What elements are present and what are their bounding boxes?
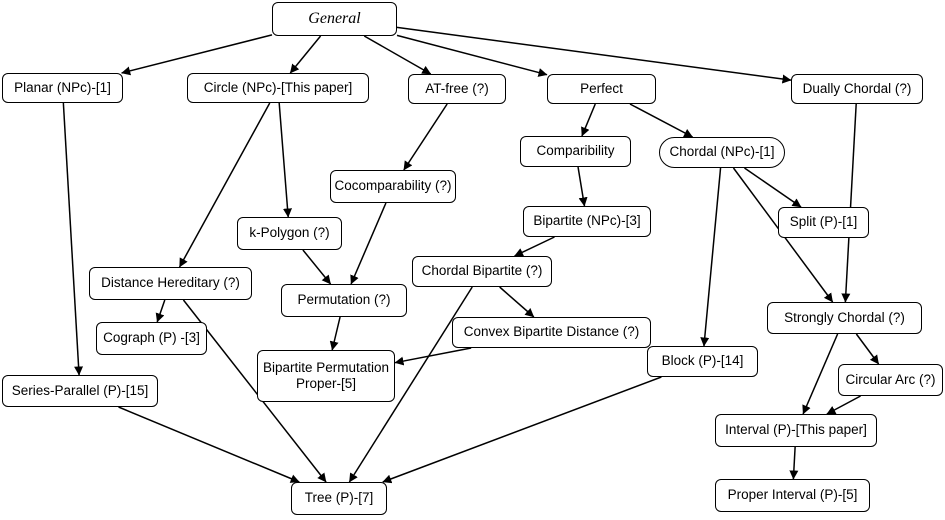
node-permutation: Permutation (?): [281, 284, 407, 317]
edge-planar-to-series_parallel: [62, 102, 84, 376]
node-interval: Interval (P)-[This paper]: [715, 414, 877, 447]
node-distance-hereditary: Distance Hereditary (?): [89, 267, 252, 300]
edge-interval-to-proper_interval: [789, 446, 799, 480]
edge-comparability-to-bipartite: [577, 166, 588, 207]
node-kpolygon: k-Polygon (?): [237, 217, 342, 250]
edge-perfect-to-chordal: [629, 103, 693, 138]
edge-general-to-atfree: [363, 35, 432, 75]
edge-strongly_chordal-to-interval: [802, 333, 839, 415]
node-cocomparability: Cocomparability (?): [330, 170, 456, 203]
edge-kpolygon-to-permutation: [302, 249, 332, 285]
node-series-parallel: Series-Parallel (P)-[15]: [2, 375, 158, 407]
edge-cocomparability-to-permutation: [350, 202, 387, 285]
edge-atfree-to-cocomparability: [403, 103, 448, 171]
node-block: Block (P)-[14]: [647, 346, 758, 377]
node-split: Split (P)-[1]: [778, 207, 869, 238]
edge-strongly_chordal-to-circular_arc: [855, 333, 880, 365]
edge-chordal-to-block: [700, 167, 722, 347]
node-proper-interval: Proper Interval (P)-[5]: [715, 479, 870, 512]
node-circle: Circle (NPc)-[This paper]: [187, 73, 369, 103]
node-strongly-chordal: Strongly Chordal (?): [767, 302, 922, 334]
node-chordal: Chordal (NPc)-[1]: [659, 137, 785, 168]
node-circular-arc: Circular Arc (?): [838, 364, 943, 396]
edge-general-to-circle: [289, 35, 322, 74]
edge-dually_chordal-to-strongly_chordal: [841, 103, 857, 303]
edge-chordal-to-split: [744, 167, 802, 208]
edge-circular_arc-to-interval: [826, 395, 861, 415]
edge-distance_hereditary-to-cograph: [155, 299, 166, 323]
edge-perfect-to-comparability: [581, 103, 596, 137]
node-tree: Tree (P)-[7]: [291, 482, 387, 515]
edge-general-to-dually_chordal: [396, 26, 792, 84]
node-general: General: [272, 2, 397, 36]
edge-circle-to-distance_hereditary: [178, 102, 271, 268]
edge-circle-to-kpolygon: [278, 102, 293, 218]
edge-chordal_bipartite-to-tree: [348, 286, 473, 483]
node-comparability: Comparibility: [520, 136, 631, 167]
edge-chordal_bipartite-to-convex_bipartite: [499, 286, 535, 318]
node-convex-bipartite-distance: Convex Bipartite Distance (?): [452, 317, 651, 348]
edge-general-to-perfect: [396, 34, 548, 77]
edge-general-to-planar: [121, 34, 273, 76]
node-dually-chordal: Dually Chordal (?): [791, 74, 923, 104]
node-planar: Planar (NPc)-[1]: [2, 73, 123, 103]
edge-bipartite-to-chordal_bipartite: [514, 236, 555, 257]
node-bipartite: Bipartite (NPc)-[3]: [523, 206, 651, 237]
edge-block-to-tree: [382, 376, 662, 484]
node-atfree: AT-free (?): [408, 74, 506, 104]
node-chordal-bipartite: Chordal Bipartite (?): [412, 256, 552, 287]
edge-series_parallel-to-tree: [118, 406, 300, 483]
edge-permutation-to-bipartite_permutation: [329, 316, 341, 351]
node-cograph: Cograph (P) -[3]: [96, 322, 207, 355]
edge-distance_hereditary-to-tree: [182, 299, 327, 483]
node-perfect: Perfect: [547, 74, 656, 104]
node-bipartite-permutation: Bipartite Permutation Proper-[5]: [257, 350, 395, 402]
edge-convex_bipartite-to-bipartite_permutation: [394, 347, 472, 366]
